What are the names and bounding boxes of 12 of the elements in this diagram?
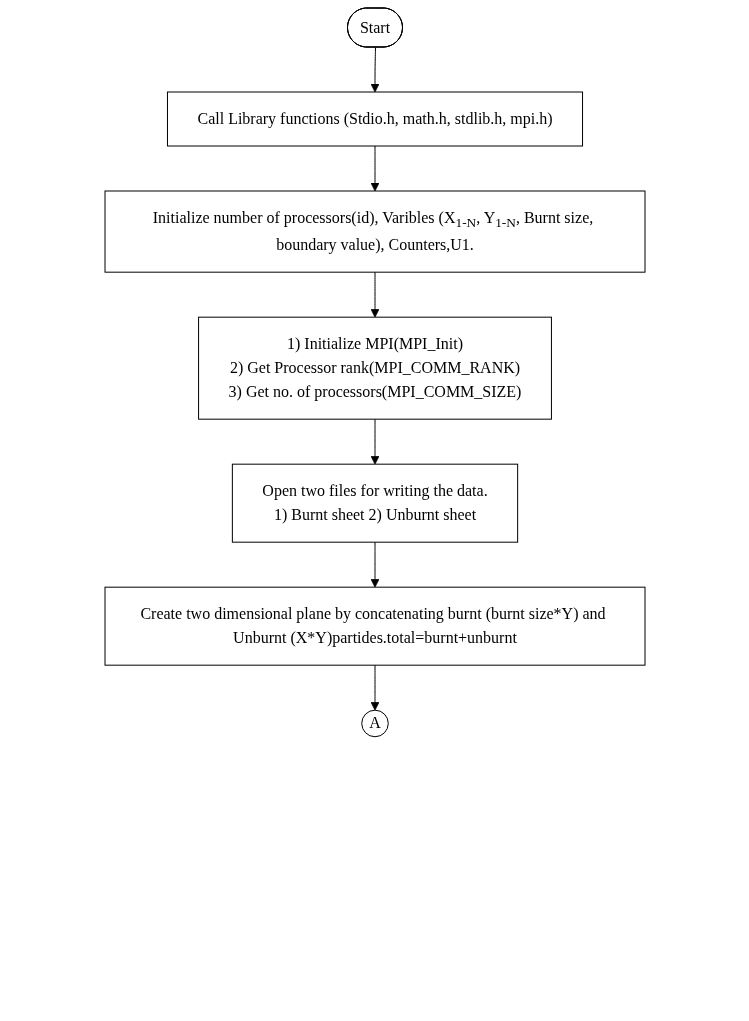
node-box: Open two files for writing the data. 1) Burnt sheet 2) Unburnt sheet bbox=[231, 463, 518, 543]
node-box: 1) Initialize MPI(MPI_Init) 2) Get Processor rank(MPI_COMM_RANK) 3) Get no. of processors(MPI_COMM_SIZE) bbox=[197, 316, 552, 420]
node-box: Call Library functions (Stdio.h, math.h, stdlib.h, mpi.h) bbox=[166, 91, 583, 147]
arrow bbox=[370, 541, 379, 588]
arrow bbox=[370, 47, 379, 93]
node-box: Initialize number of processors(id), Varibles (X$_{1-N}$, Y$_{1-N}$, Burnt size, boundary value), Counters,U1. bbox=[104, 190, 645, 273]
node-box: Create two dimensional plane by concatenating burnt (burnt size*Y) and Unburnt (X*Y)partides.total=burnt+unburnt bbox=[104, 586, 645, 666]
arrow bbox=[370, 145, 379, 192]
arrow bbox=[370, 664, 379, 711]
node-circle: A bbox=[360, 709, 389, 738]
arrow bbox=[370, 418, 379, 465]
arrow bbox=[370, 271, 379, 318]
